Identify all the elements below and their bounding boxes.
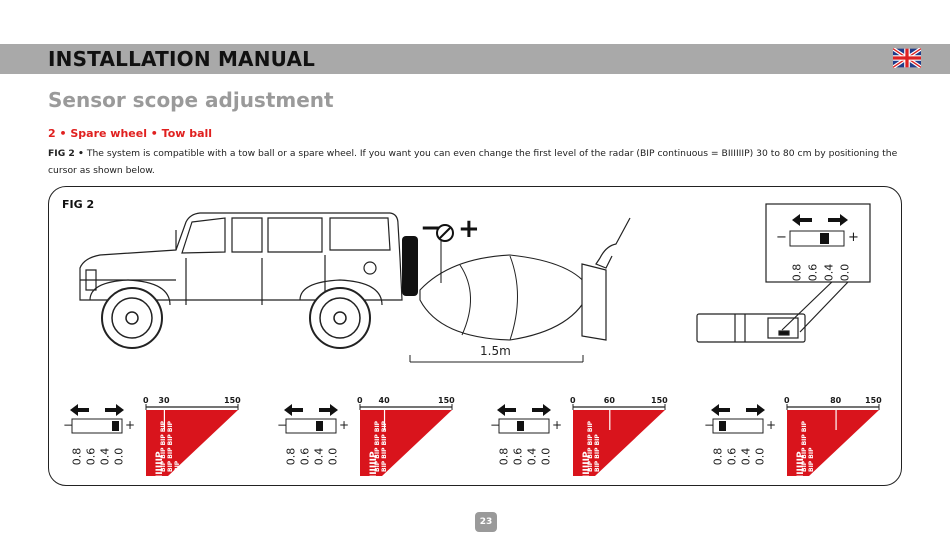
header-title: INSTALLATION MANUAL <box>48 47 316 71</box>
distance-line <box>409 355 584 363</box>
spare-wheel <box>402 236 418 296</box>
section-subtitle: 2 • Spare wheel • Tow ball <box>48 127 213 140</box>
adjust-plus: + <box>458 214 480 244</box>
fig-reference: FIG 2 • <box>48 148 84 159</box>
scale-end: 150 <box>651 396 668 405</box>
switch-value: 0.8 <box>711 447 725 466</box>
switch-value: 0.8 <box>70 447 84 466</box>
arrow-right-icon <box>746 404 765 416</box>
arrow-left-icon <box>497 404 516 416</box>
wheel-front-icon <box>101 287 163 349</box>
scale-mid: 60 <box>603 396 615 405</box>
switch-minus: − <box>277 418 288 432</box>
arrow-right-icon <box>828 214 848 226</box>
switch-minus: − <box>490 418 501 432</box>
sensor-beam <box>419 254 591 341</box>
figure-label: FIG 2 <box>62 198 95 211</box>
switch-value: 0.0 <box>112 447 126 466</box>
switch-plus: + <box>339 418 350 432</box>
scale-start: 0 <box>143 396 149 405</box>
switch-detail-minus: − <box>776 230 787 245</box>
switch-value: 0.0 <box>539 447 553 466</box>
switch-value: 0.6 <box>298 447 312 466</box>
scale-end: 150 <box>438 396 455 405</box>
arrow-right-icon <box>105 404 124 416</box>
scale-end: 150 <box>865 396 882 405</box>
switch-knob <box>517 421 524 431</box>
switch-value: 0.6 <box>806 263 820 282</box>
switch-slider <box>285 418 337 434</box>
section-title: Sensor scope adjustment <box>48 88 334 112</box>
radar-zone <box>360 410 452 476</box>
switch-knob <box>719 421 726 431</box>
switch-slider <box>71 418 123 434</box>
switch-value: 0.4 <box>98 447 112 466</box>
vehicle-drawing <box>79 212 403 306</box>
sensor-unit-drawing <box>696 277 849 343</box>
switch-detail-values: 0.8 0.6 0.4 0.0 <box>788 252 858 282</box>
scale-start: 0 <box>784 396 790 405</box>
page-number: 23 <box>475 512 497 532</box>
switch-value: 0.0 <box>326 447 340 466</box>
figure-frame <box>48 186 902 486</box>
beep-label: BIP BIP BIP BIP BIP BIP BIP <box>587 420 601 472</box>
switch-value: 0.8 <box>790 263 804 282</box>
switch-value: 0.8 <box>497 447 511 466</box>
scale-mid: 40 <box>378 396 390 405</box>
switch-value: 0.4 <box>525 447 539 466</box>
header-band: INSTALLATION MANUAL <box>0 44 950 74</box>
switch-minus: − <box>63 418 74 432</box>
switch-value: 0.4 <box>822 263 836 282</box>
switch-value: 0.6 <box>725 447 739 466</box>
switch-knob <box>316 421 323 431</box>
switch-plus: + <box>552 418 563 432</box>
body-paragraph: FIG 2 • The system is compatible with a … <box>48 145 918 179</box>
switch-detail-slider <box>789 230 845 247</box>
beep-label: BIP BIP BIP BIP BIP BIP BIP BIP BIP <box>160 420 181 472</box>
wheel-rear-icon <box>309 287 371 349</box>
uk-flag-icon <box>893 48 921 68</box>
switch-value: 0.4 <box>312 447 326 466</box>
switch-plus: + <box>125 418 136 432</box>
arrow-left-icon <box>792 214 812 226</box>
scale-mid: 80 <box>830 396 842 405</box>
beep-label: BIP BIP BIP BIP BIP BIP BIP BIP <box>374 420 388 472</box>
radar-zone <box>146 410 238 476</box>
beep-label: BIP BIP BIP BIP BIP BIP <box>801 420 815 472</box>
switch-plus: + <box>766 418 777 432</box>
adjust-minus: − <box>420 213 442 243</box>
radar-zone <box>573 410 665 476</box>
switch-value: 0.0 <box>753 447 767 466</box>
adjust-screw-icon <box>436 224 454 283</box>
switch-detail-plus: + <box>848 230 859 245</box>
switch-value: 0.4 <box>739 447 753 466</box>
switch-minus: − <box>704 418 715 432</box>
scale-start: 0 <box>357 396 363 405</box>
scale-mid: 30 <box>158 396 170 405</box>
switch-knob <box>112 421 119 431</box>
radar-zone <box>787 410 879 476</box>
arrow-right-icon <box>319 404 338 416</box>
switch-value: 0.6 <box>84 447 98 466</box>
arrow-left-icon <box>284 404 303 416</box>
scale-end: 150 <box>224 396 241 405</box>
switch-value: 0.0 <box>838 263 852 282</box>
switch-value: 0.6 <box>511 447 525 466</box>
distance-label: 1.5m <box>480 344 511 358</box>
switch-value: 0.8 <box>284 447 298 466</box>
hand-board-drawing <box>581 217 631 341</box>
arrow-right-icon <box>532 404 551 416</box>
scale-start: 0 <box>570 396 576 405</box>
arrow-left-icon <box>70 404 89 416</box>
arrow-left-icon <box>711 404 730 416</box>
body-text: The system is compatible with a tow ball… <box>48 148 898 176</box>
